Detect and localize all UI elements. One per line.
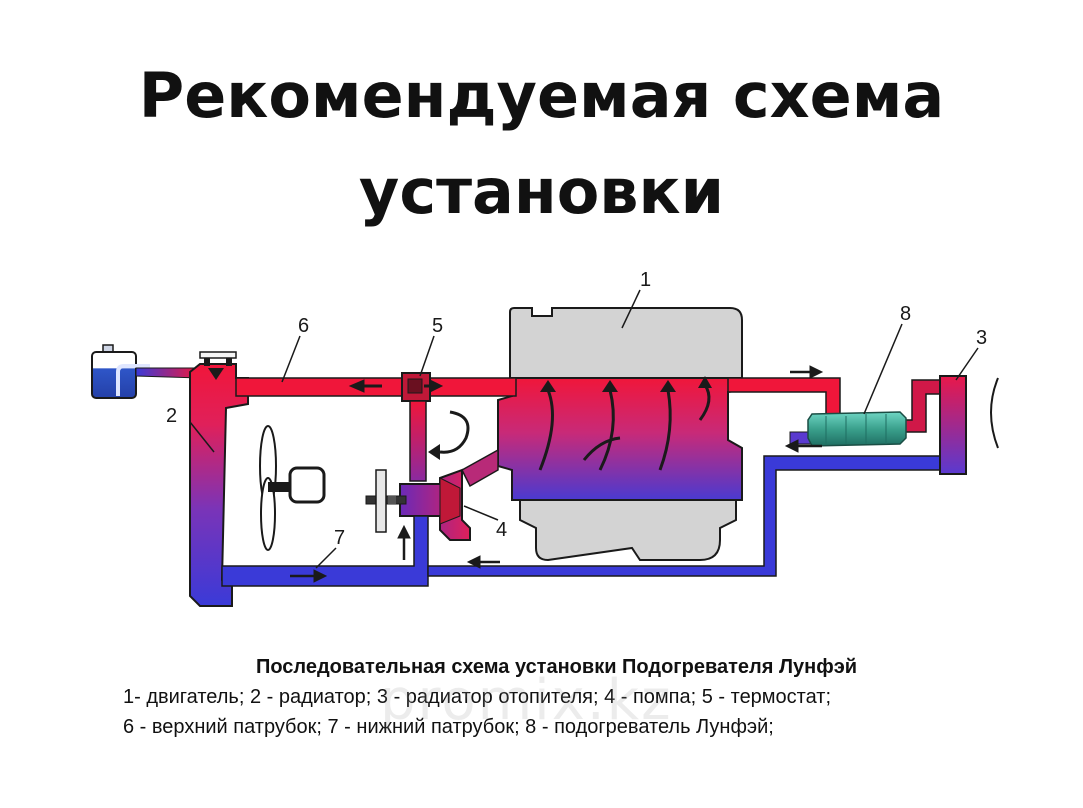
label-thermostat: 5 <box>432 315 443 337</box>
thermostat <box>401 372 431 482</box>
flow-arrows <box>290 365 824 583</box>
caption-heading: Последовательная схема установки Подогре… <box>255 656 858 678</box>
engine-block <box>497 307 743 562</box>
heater-radiator <box>939 375 967 475</box>
caption-legend-line-2: 6 - верхний патрубок; 7 - нижний патрубо… <box>123 716 774 738</box>
longfei-heater <box>807 411 907 447</box>
expansion-tank <box>91 344 201 399</box>
lower-hose <box>221 515 429 587</box>
label-lower-hose: 7 <box>334 527 345 549</box>
water-pump <box>365 448 499 541</box>
page-title-line-1: Рекомендуемая схема <box>138 59 945 132</box>
page-title: Рекомендуемая схема установки <box>0 48 1083 240</box>
engine-flow-arrowheads <box>540 376 712 392</box>
caption-legend-line-1: 1- двигатель; 2 - радиатор; 3 - радиатор… <box>123 686 832 708</box>
rotation-arrow-icon <box>428 410 470 460</box>
engine-flow-arrows <box>538 384 711 471</box>
page-title-line-2: установки <box>358 155 725 228</box>
label-upper-hose: 6 <box>298 315 309 337</box>
label-leaders <box>189 289 979 569</box>
radiator <box>189 351 249 607</box>
heater-fan-curve-icon <box>990 377 999 449</box>
fan-icon <box>259 425 326 551</box>
label-pump: 4 <box>496 519 507 541</box>
label-heater-radiator: 3 <box>976 327 987 349</box>
label-heater: 8 <box>900 303 911 325</box>
label-engine: 1 <box>640 269 651 291</box>
label-radiator: 2 <box>166 405 177 427</box>
